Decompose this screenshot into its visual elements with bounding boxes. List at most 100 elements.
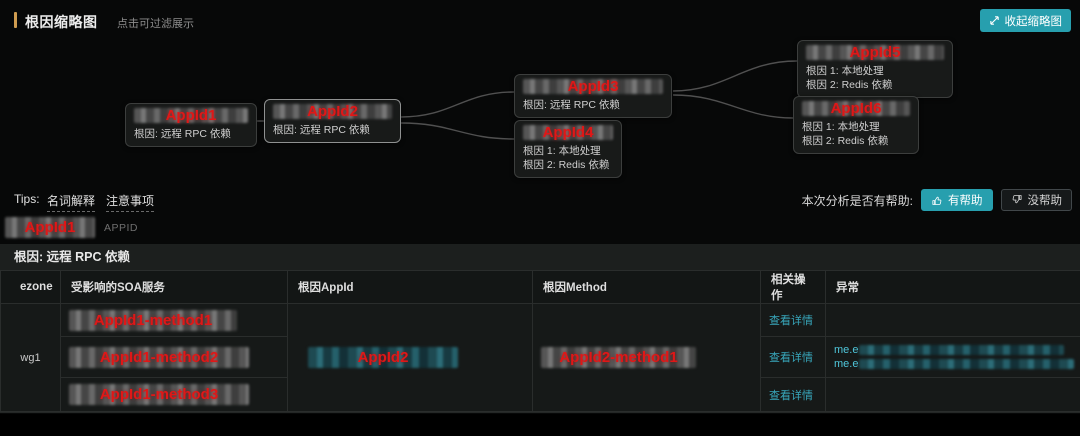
root-appid-label: AppId2 <box>357 349 409 366</box>
diagram-edges <box>257 60 798 140</box>
node-appid1-cause: 根因: 远程 RPC 依赖 <box>134 128 231 140</box>
root-method-redacted-value: AppId2-method1 <box>541 347 696 368</box>
node-appid6-label: AppId6 <box>830 100 882 117</box>
root-cause-table-panel: 根因: 远程 RPC 依赖 ezone 受影响的SOA服务 根因AppId 根因… <box>0 244 1080 413</box>
node-appid4-title: AppId4 <box>523 123 613 142</box>
actions-cell: 查看详情 <box>760 303 826 337</box>
root-method-cell: AppId2-method1 <box>532 303 761 412</box>
collapse-button-label: 收起缩略图 <box>1004 15 1063 28</box>
node-appid1-label: AppId1 <box>165 107 217 124</box>
service-cell: AppId1-method3 <box>60 377 288 412</box>
node-appid2-title: AppId2 <box>273 102 392 121</box>
node-appid3-cause: 根因: 远程 RPC 依赖 <box>523 99 620 111</box>
redacted-block <box>134 108 248 123</box>
column-header-root-appid: 根因AppId <box>287 270 533 304</box>
tips-label: Tips: <box>14 192 40 206</box>
redacted-block <box>5 217 95 238</box>
actions-cell: 查看详情 <box>760 377 826 412</box>
redacted-block <box>806 45 944 60</box>
main-content: 根因缩略图 点击可过滤展示 收起缩略图 AppId1 根因: 远程 RPC 依赖 <box>0 0 1080 413</box>
diagram-node-appid6[interactable]: AppId6 根因 1: 本地处理 根因 2: Redis 依赖 <box>793 96 919 154</box>
redacted-block <box>859 359 1075 369</box>
service-label: AppId1-method1 <box>93 311 213 329</box>
service-cell: AppId1-method2 <box>60 336 288 378</box>
page-subtitle: 点击可过滤展示 <box>117 18 194 30</box>
exception-text: me.e <box>834 358 859 370</box>
node-appid5-label: AppId5 <box>849 44 901 61</box>
collapse-thumbnail-button[interactable]: 收起缩略图 <box>979 9 1071 32</box>
ezone-cell: wg1 <box>0 303 61 412</box>
actions-cell: 查看详情 <box>760 336 826 378</box>
service-cell: AppId1-method1 <box>60 303 288 337</box>
table-title: 根因: 远程 RPC 依赖 <box>0 244 1080 270</box>
service-redacted-value: AppId1-method2 <box>69 346 249 368</box>
root-appid-cell: AppId2 <box>287 303 533 412</box>
root-method-label: AppId2-method1 <box>559 349 678 366</box>
node-appid6-cause-2: 根因 2: Redis 依赖 <box>802 135 889 147</box>
node-appid6-cause-1: 根因 1: 本地处理 <box>802 121 880 133</box>
redacted-block <box>69 346 249 368</box>
helpful-button-label: 有帮助 <box>948 195 983 207</box>
view-details-link[interactable]: 查看详情 <box>769 352 813 364</box>
node-appid5-title: AppId5 <box>806 43 944 62</box>
redacted-block <box>308 347 458 368</box>
root-cause-diagram: AppId1 根因: 远程 RPC 依赖 AppId2 根因: 远程 RPC 依… <box>0 0 1080 190</box>
redacted-block <box>273 104 392 119</box>
diagram-node-appid1[interactable]: AppId1 根因: 远程 RPC 依赖 <box>125 103 257 147</box>
edge-appid3-appid6 <box>672 94 794 119</box>
service-label: AppId1-method3 <box>99 386 219 403</box>
table-row: wg1 AppId1-method1 AppId2 <box>0 303 1080 412</box>
view-details-link[interactable]: 查看详情 <box>769 389 813 402</box>
diagram-node-appid3[interactable]: AppId3 根因: 远程 RPC 依赖 <box>514 74 672 118</box>
edge-appid2-appid3 <box>400 91 515 118</box>
column-header-root-method: 根因Method <box>532 270 761 304</box>
view-details-link[interactable]: 查看详情 <box>769 315 813 327</box>
service-label: AppId1-method2 <box>99 348 219 366</box>
exception-cell <box>825 377 1080 412</box>
node-appid6-title: AppId6 <box>802 99 910 118</box>
column-header-ezone: ezone <box>0 270 61 304</box>
helpful-button[interactable]: 有帮助 <box>921 189 993 211</box>
node-appid3-label: AppId3 <box>567 78 619 95</box>
page-title: 根因缩略图 <box>25 14 98 30</box>
node-appid2-label: AppId2 <box>307 103 358 120</box>
service-redacted-value: AppId1-method1 <box>69 309 237 331</box>
root-cause-table: ezone 受影响的SOA服务 根因AppId 根因Method 相关操作 异常… <box>0 270 1080 412</box>
column-header-actions: 相关操作 <box>760 270 826 304</box>
table-row: AppId1-method2 查看详情 me.e me.e <box>1 336 1080 378</box>
tips-glossary-link[interactable]: 名词解释 <box>47 192 96 212</box>
service-redacted-value: AppId1-method3 <box>69 384 249 405</box>
root-appid-redacted-value: AppId2 <box>308 347 458 368</box>
exception-line: me.e <box>834 357 1075 371</box>
selected-app-label: AppId1 <box>24 219 76 236</box>
appid-type-label: APPID <box>104 222 139 234</box>
tips-notes-link[interactable]: 注意事项 <box>106 192 155 212</box>
selected-app-chip[interactable]: AppId1 <box>5 217 95 238</box>
not-helpful-button-label: 没帮助 <box>1027 195 1063 207</box>
redacted-block <box>69 309 237 331</box>
diagram-node-appid5[interactable]: AppId5 根因 1: 本地处理 根因 2: Redis 依赖 <box>797 40 953 98</box>
diagram-node-appid2[interactable]: AppId2 根因: 远程 RPC 依赖 <box>264 99 401 143</box>
node-appid4-label: AppId4 <box>542 124 594 141</box>
redacted-block <box>541 347 696 368</box>
column-header-exception: 异常 <box>825 270 1080 304</box>
exception-text: me.e <box>834 343 859 356</box>
feedback-question: 本次分析是否有帮助: <box>801 193 913 208</box>
node-appid4-cause-1: 根因 1: 本地处理 <box>523 145 601 157</box>
diagram-node-appid4[interactable]: AppId4 根因 1: 本地处理 根因 2: Redis 依赖 <box>514 120 622 178</box>
not-helpful-button[interactable]: 没帮助 <box>1000 189 1072 211</box>
edge-appid3-appid5 <box>672 60 798 92</box>
node-appid1-title: AppId1 <box>134 106 248 125</box>
title-accent-bar <box>14 12 17 28</box>
page-header: 根因缩略图 点击可过滤展示 收起缩略图 <box>0 8 1080 34</box>
exception-cell <box>825 303 1080 337</box>
exception-cell: me.e me.e <box>825 336 1080 378</box>
collapse-icon <box>989 16 999 25</box>
tips-row: Tips: 名词解释 注意事项 本次分析是否有帮助: 有帮助 <box>0 188 1080 212</box>
column-header-soa-service: 受影响的SOA服务 <box>60 270 288 304</box>
node-appid4-cause-2: 根因 2: Redis 依赖 <box>523 159 610 171</box>
thumbs-up-icon <box>932 196 942 205</box>
thumbs-down-icon <box>1012 195 1022 204</box>
feedback-group: 本次分析是否有帮助: 有帮助 没帮助 <box>802 188 1072 212</box>
